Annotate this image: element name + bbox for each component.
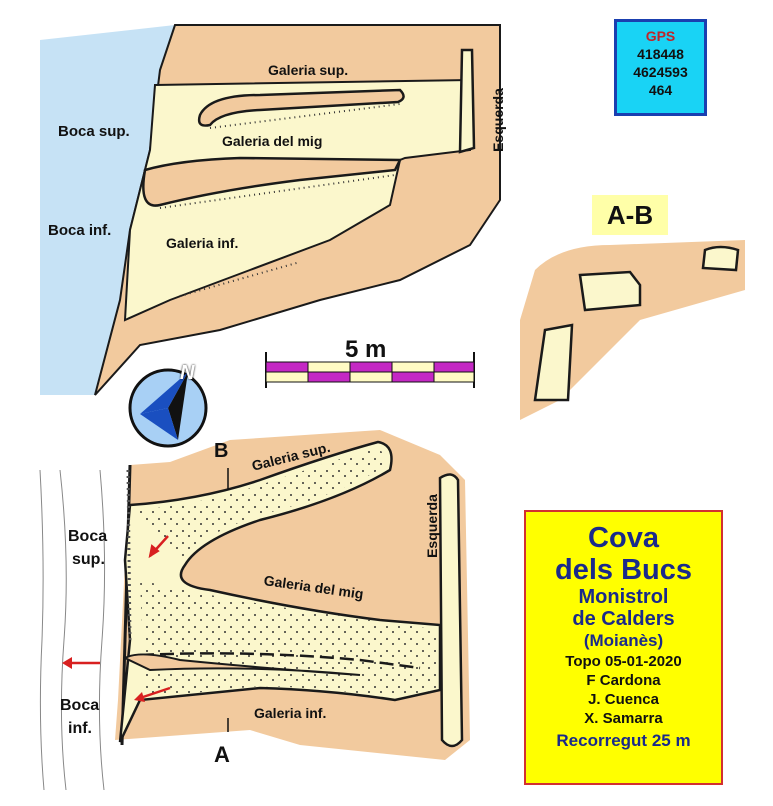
elevation-boca-sup-label: Boca sup. bbox=[58, 123, 130, 140]
plan-view bbox=[39, 430, 470, 791]
plan-boca-inf-label-2: inf. bbox=[68, 720, 92, 737]
gps-altitude: 464 bbox=[648, 82, 673, 98]
author-2: J. Cuenca bbox=[588, 691, 659, 708]
cave-name-line2: dels Bucs bbox=[555, 554, 692, 586]
gps-title: GPS bbox=[645, 28, 676, 44]
cave-name-line1: Cova bbox=[588, 522, 659, 554]
gps-y: 4624593 bbox=[633, 64, 688, 80]
section-rock bbox=[520, 240, 745, 420]
section-chamber-upper bbox=[701, 245, 740, 272]
elevation-galeria-mig-label: Galeria del mig bbox=[222, 133, 323, 149]
scale-bar bbox=[265, 352, 475, 388]
plan-esquerda bbox=[438, 473, 464, 748]
plan-boca-sup-label-2: sup. bbox=[72, 551, 105, 568]
scale-label: 5 m bbox=[345, 336, 387, 363]
elevation-mig-floor bbox=[142, 156, 403, 207]
entrance-arrows bbox=[62, 535, 171, 702]
place-line1: Monistrol bbox=[578, 586, 669, 608]
elevation-view bbox=[40, 24, 501, 396]
north-compass-icon bbox=[128, 368, 208, 448]
place-line2: de Calders bbox=[572, 608, 675, 630]
gps-x: 418448 bbox=[637, 46, 684, 62]
plan-marker-a: A bbox=[214, 742, 230, 767]
section-chamber-lower bbox=[533, 323, 574, 402]
elevation-boca-inf-label: Boca inf. bbox=[48, 222, 112, 239]
author-3: X. Samarra bbox=[584, 710, 663, 727]
gps-coordinates-box: GPS 418448 4624593 464 bbox=[614, 19, 707, 116]
elevation-esquerda-label: Esquerda bbox=[489, 88, 506, 152]
plan-boca-inf-label-1: Boca bbox=[60, 697, 100, 714]
plan-marker-b: B bbox=[214, 440, 229, 462]
region: (Moianès) bbox=[583, 631, 664, 650]
author-1: F Cardona bbox=[586, 672, 661, 689]
survey-date: Topo 05-01-2020 bbox=[565, 653, 682, 670]
elevation-exterior bbox=[40, 25, 175, 395]
compass-north-label: N bbox=[180, 362, 195, 384]
elevation-galeria-sup-slot bbox=[197, 88, 405, 127]
section-ab-label: A-B bbox=[592, 195, 668, 235]
plan-boca-sup-label-1: Boca bbox=[68, 528, 108, 545]
plan-esquerda-label: Esquerda bbox=[423, 494, 440, 558]
elevation-esquerda bbox=[458, 48, 476, 154]
section-ab bbox=[520, 240, 745, 420]
section-chamber-middle bbox=[578, 270, 642, 312]
cave-length: Recorregut 25 m bbox=[556, 731, 691, 750]
plan-galeria-inf-label: Galeria inf. bbox=[254, 705, 327, 721]
elevation-galeria-sup-label: Galeria sup. bbox=[268, 62, 349, 78]
title-block: Cova dels Bucs Monistrol de Calders (Moi… bbox=[524, 510, 723, 785]
elevation-galeria-inf-label: Galeria inf. bbox=[166, 235, 239, 251]
